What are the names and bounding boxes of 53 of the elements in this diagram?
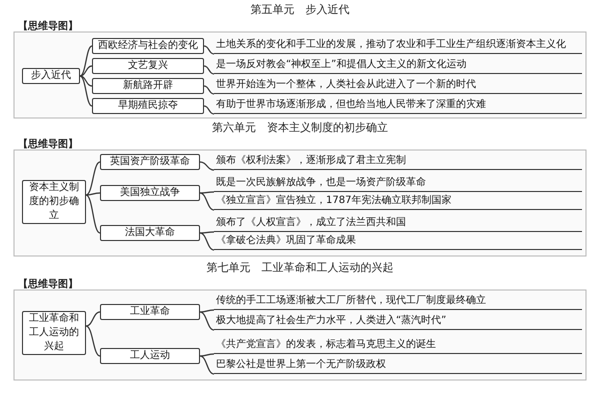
topic-box: 工业革命和工人运动的兴起: [22, 311, 86, 355]
topic-box: 步入近代: [22, 68, 80, 84]
note-text: 土地关系的变化和手工业的发展，推动了农业和手工业生产组织逐渐资本主义化: [214, 38, 582, 54]
note-text: 颁布《权利法案》，逐渐形成了君主立宪制: [214, 154, 582, 170]
branch-box: 英国资产阶级革命: [100, 154, 200, 170]
branch-box: 美国独立战争: [100, 185, 200, 201]
connector-line: [86, 311, 100, 327]
connector-line: [204, 65, 214, 75]
note-text: 既是一次民族解放战争，也是一场资产阶级革命: [214, 176, 582, 192]
note-text: 巴黎公社是世界上第一个无产阶级政权: [214, 358, 582, 374]
connector-line: [200, 231, 214, 234]
connector-line: [200, 355, 214, 375]
note-text: 有助于世界市场逐渐形成，但也给当地人民带来了深重的灾难: [214, 98, 582, 114]
connector-line: [86, 161, 100, 196]
connector-line: [200, 192, 214, 211]
connector-line: [204, 105, 214, 115]
section-heading: 【思维导图】: [18, 19, 78, 33]
connector-line: [200, 309, 214, 313]
branch-box: 早期殖民掠夺: [92, 98, 204, 114]
section-heading: 【思维导图】: [18, 277, 78, 291]
unit-title: 第六单元 资本主义制度的初步确立: [212, 120, 388, 135]
connector-line: [204, 45, 214, 55]
branch-box: 新航路开辟: [92, 78, 204, 94]
branch-box: 法国大革命: [100, 225, 200, 241]
connector-line: [200, 232, 214, 251]
unit-title: 第七单元 工业革命和工人运动的兴起: [206, 260, 394, 275]
connector-line: [200, 353, 214, 357]
note-text: 极大地提高了社会生产力水平，人类进入“蒸汽时代”: [214, 314, 582, 330]
branch-box: 工业革命: [100, 304, 200, 320]
note-text: 颁布了《人权宣言》，成立了法兰西共和国: [214, 216, 582, 232]
connector-line: [80, 75, 92, 87]
connector-line: [200, 191, 214, 194]
connector-line: [86, 194, 100, 234]
branch-box: 文艺复兴: [92, 58, 204, 74]
connector-line: [80, 65, 92, 77]
topic-box: 资本主义制度的初步确立: [22, 180, 86, 224]
connector-line: [200, 311, 214, 331]
connector-line: [204, 85, 214, 95]
connector-line: [86, 192, 100, 196]
branch-box: 工人运动: [100, 348, 200, 364]
note-text: 传统的手工工场逐渐被大工厂所替代，现代工厂制度最终确立: [214, 294, 582, 310]
connector-line: [200, 161, 214, 171]
connector-line: [80, 45, 92, 77]
section-heading: 【思维导图】: [18, 137, 78, 151]
unit-title: 第五单元 步入近代: [250, 2, 350, 17]
note-text: 世界开始连为一个整体，人类社会从此进入了一个新的时代: [214, 78, 582, 94]
note-text: 《共产党宣言》的发表，标志着马克思主义的诞生: [214, 338, 582, 354]
connector-line: [80, 75, 92, 107]
note-text: 《独立宣言》宣告独立，1787年宪法确立联邦制国家: [214, 194, 582, 210]
branch-box: 西欧经济与社会的变化: [92, 38, 204, 54]
note-text: 是一场反对教会“神权至上”和提倡人文主义的新文化运动: [214, 58, 582, 74]
connector-line: [86, 325, 100, 357]
note-text: 《拿破仑法典》巩固了革命成果: [214, 234, 582, 250]
